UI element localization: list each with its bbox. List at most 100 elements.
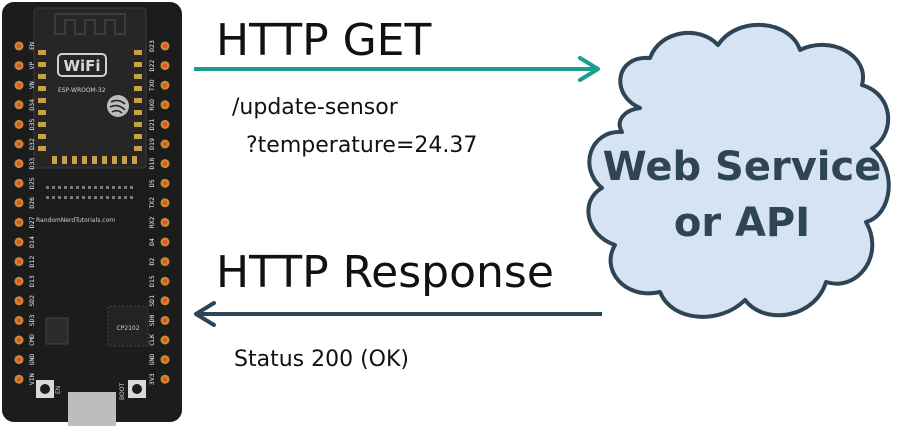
right-pin-dot: [163, 377, 167, 382]
left-pin-label: VIN: [28, 373, 36, 385]
module-pad: [134, 50, 142, 55]
right-pin-label: D22: [148, 60, 156, 72]
right-pin-dot: [163, 44, 167, 48]
right-pin-dot: [163, 142, 167, 146]
right-pin-dot: [163, 240, 167, 244]
pcb-dot: [52, 196, 55, 199]
pcb-dot: [88, 186, 91, 189]
wifi-module: [33, 7, 147, 169]
pcb-dot: [76, 196, 79, 199]
left-pin-dot: [17, 200, 21, 205]
right-pin-dot: [163, 63, 167, 68]
module-pad: [82, 156, 87, 164]
pcb-dot: [70, 196, 73, 199]
esp32-board: WiFi ESP-WROOM-32 ENVPVND34D35D32D33D25D…: [2, 2, 182, 426]
right-pin-label: SD0: [148, 314, 156, 326]
right-pin-dot: [163, 259, 167, 264]
right-pin-dot: [163, 220, 167, 225]
left-pin-label: SD3: [28, 314, 36, 326]
response-status: Status 200 (OK): [234, 347, 409, 372]
module-pad: [134, 86, 142, 91]
module-pad: [92, 156, 97, 164]
en-button-label: EN: [55, 386, 62, 394]
response-label: HTTP Response: [216, 247, 554, 298]
left-pin-header: [14, 41, 24, 384]
right-pin-label: RX2: [148, 216, 156, 228]
right-pin-dot: [163, 102, 167, 107]
right-pin-dot: [163, 279, 167, 284]
right-pin-label: TXO: [148, 79, 156, 91]
right-pin-header: [160, 41, 170, 384]
left-pin-dot: [17, 298, 21, 303]
left-pin-dot: [17, 102, 21, 107]
site-label: RandomNerdTutorials.com: [36, 217, 115, 224]
module-pad: [38, 98, 46, 103]
left-pin-label: SD2: [28, 295, 36, 307]
boot-button-cap: [132, 384, 142, 394]
left-pin-dot: [17, 63, 21, 68]
module-pad: [38, 62, 46, 67]
module-pad: [38, 50, 46, 55]
pcb-dot: [64, 186, 67, 189]
right-pin-dot: [163, 122, 167, 127]
right-pin-label: D21: [148, 118, 156, 130]
right-pin-dot: [163, 161, 167, 166]
left-pin-label: D35: [28, 118, 36, 130]
right-pin-label: D23: [148, 40, 156, 52]
left-pin-label: D14: [28, 236, 36, 248]
pcb-dot: [58, 196, 61, 199]
pcb-dot-row: [46, 186, 133, 199]
pcb-dot: [82, 196, 85, 199]
left-pin-label: D32: [28, 138, 36, 150]
left-pin-dot: [17, 122, 21, 127]
right-pin-label: D19: [148, 138, 156, 150]
left-pin-dot: [17, 357, 21, 362]
module-pad: [38, 74, 46, 79]
module-pad: [38, 134, 46, 139]
pcb-dot: [52, 186, 55, 189]
right-pin-label: D4: [148, 238, 156, 246]
usb-uart-chip: [107, 305, 149, 347]
pcb-dot: [112, 186, 115, 189]
chip-label: CP2102: [116, 325, 139, 332]
right-pin-label: RXO: [148, 99, 156, 111]
module-pad: [38, 86, 46, 91]
right-pin-dot: [163, 200, 167, 205]
pcb-dot: [124, 196, 127, 199]
left-pin-label: D12: [28, 256, 36, 268]
boot-button-label: BOOT: [119, 383, 126, 400]
left-pin-dot: [17, 338, 21, 342]
right-pin-label: D5: [148, 179, 156, 187]
left-pin-dot: [17, 279, 21, 284]
module-pad: [134, 134, 142, 139]
module-pads: [38, 50, 142, 164]
pcb-dot: [58, 186, 61, 189]
right-pin-label: D2: [148, 258, 156, 266]
antenna-trace: [54, 13, 126, 35]
left-pin-label: D26: [28, 197, 36, 209]
pcb-dot: [64, 196, 67, 199]
module-pad: [134, 122, 142, 127]
right-pin-label: D15: [148, 275, 156, 287]
module-pad: [38, 110, 46, 115]
pcb-dot: [88, 196, 91, 199]
pcb-dot: [130, 186, 133, 189]
left-pin-label: D25: [28, 177, 36, 189]
pcb-dot: [100, 196, 103, 199]
left-pin-label: EN: [28, 42, 36, 50]
left-pin-label: D34: [28, 99, 36, 111]
module-label: ESP-WROOM-32: [58, 87, 106, 94]
pcb-dot: [46, 196, 49, 199]
right-pin-dot: [163, 298, 167, 303]
usb-connector: [68, 392, 116, 426]
left-pin-dot: [17, 83, 21, 88]
pcb-dot: [70, 186, 73, 189]
module-pad: [134, 146, 142, 151]
right-pin-dot: [163, 338, 167, 342]
left-pin-dot: [17, 240, 21, 244]
module-pad: [132, 156, 137, 164]
pcb-dot: [100, 186, 103, 189]
left-pin-label: CMD: [28, 334, 36, 346]
